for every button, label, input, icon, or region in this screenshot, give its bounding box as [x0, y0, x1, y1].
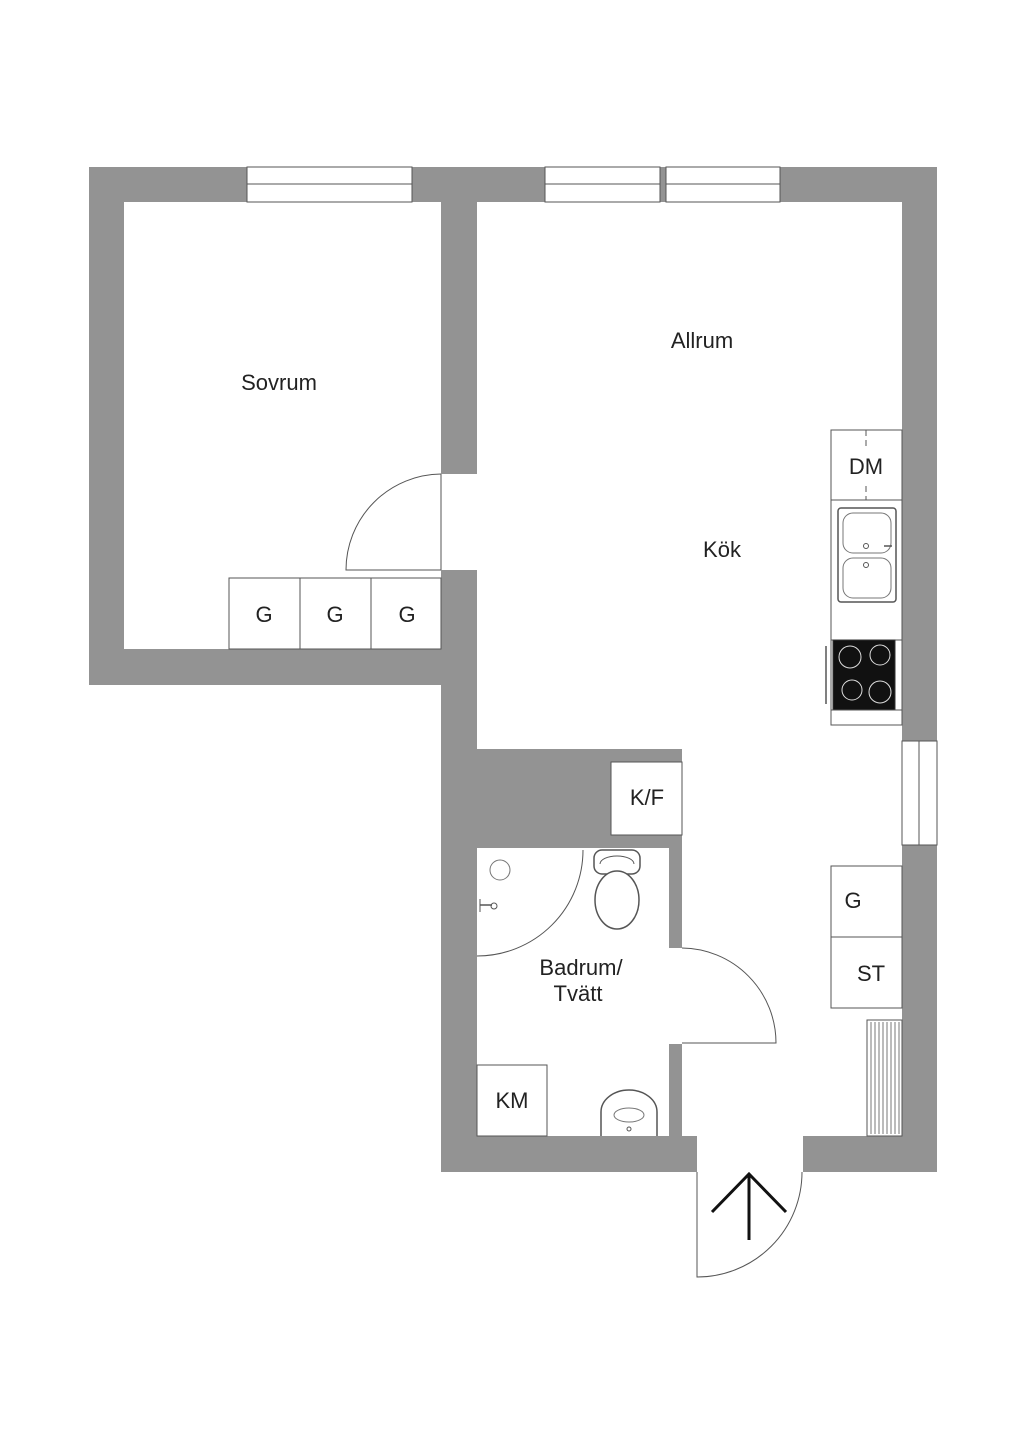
wardrobe-3: [370, 577, 442, 650]
entrance-door-swing: [696, 1171, 803, 1278]
label-badrum-line2: Tvätt: [554, 981, 603, 1006]
label-fridge-freezer: K/F: [630, 785, 664, 810]
washbasin-icon: [600, 1089, 658, 1136]
living-kitchen-floor: [477, 202, 902, 1172]
hob-icon: [825, 639, 896, 711]
kitchen-storage: [830, 865, 903, 1137]
bathroom-door-gap: [669, 948, 682, 1044]
wardrobe-kitchen: [830, 865, 903, 938]
shower-curve: [476, 849, 584, 957]
floors: [124, 202, 902, 1172]
kitchen-counter: [825, 429, 903, 726]
sink-icon: [837, 507, 897, 603]
label-wardrobe-kitchen: G: [844, 888, 861, 913]
label-washing-machine: KM: [496, 1088, 529, 1113]
label-badrum-line1: Badrum/: [539, 955, 623, 980]
label-sovrum: Sovrum: [241, 370, 317, 395]
entrance-arrow-icon: [710, 1171, 788, 1240]
bedroom-wardrobes: [228, 577, 442, 650]
wardrobe-1: [228, 577, 301, 650]
label-kok: Kök: [703, 537, 742, 562]
fixture-labels: G G G DM K/F G ST KM: [255, 454, 885, 1113]
label-wardrobe-3: G: [398, 602, 415, 627]
windows: [246, 166, 938, 846]
fridge-freezer: [610, 761, 683, 836]
toilet-icon: [593, 849, 641, 930]
label-wardrobe-2: G: [326, 602, 343, 627]
bathroom-fixtures: [476, 849, 658, 1137]
radiator-icon: [866, 1019, 903, 1137]
room-labels: Sovrum Allrum Kök Badrum/ Tvätt: [241, 328, 742, 1006]
bedroom-floor: [124, 202, 441, 649]
shower-head-icon: [479, 899, 498, 912]
doors: [345, 473, 803, 1278]
shower-drain-icon: [489, 859, 511, 881]
entrance-gap: [697, 1136, 803, 1172]
bedroom-door-swing: [345, 473, 442, 571]
label-wardrobe-1: G: [255, 602, 272, 627]
label-allrum: Allrum: [671, 328, 733, 353]
label-cleaning-closet: ST: [857, 961, 885, 986]
bedroom-door-gap: [441, 474, 477, 570]
washing-machine: [476, 1064, 548, 1137]
cleaning-closet: [830, 936, 903, 1009]
bathroom-door-swing: [681, 947, 777, 1044]
label-dishwasher: DM: [849, 454, 883, 479]
